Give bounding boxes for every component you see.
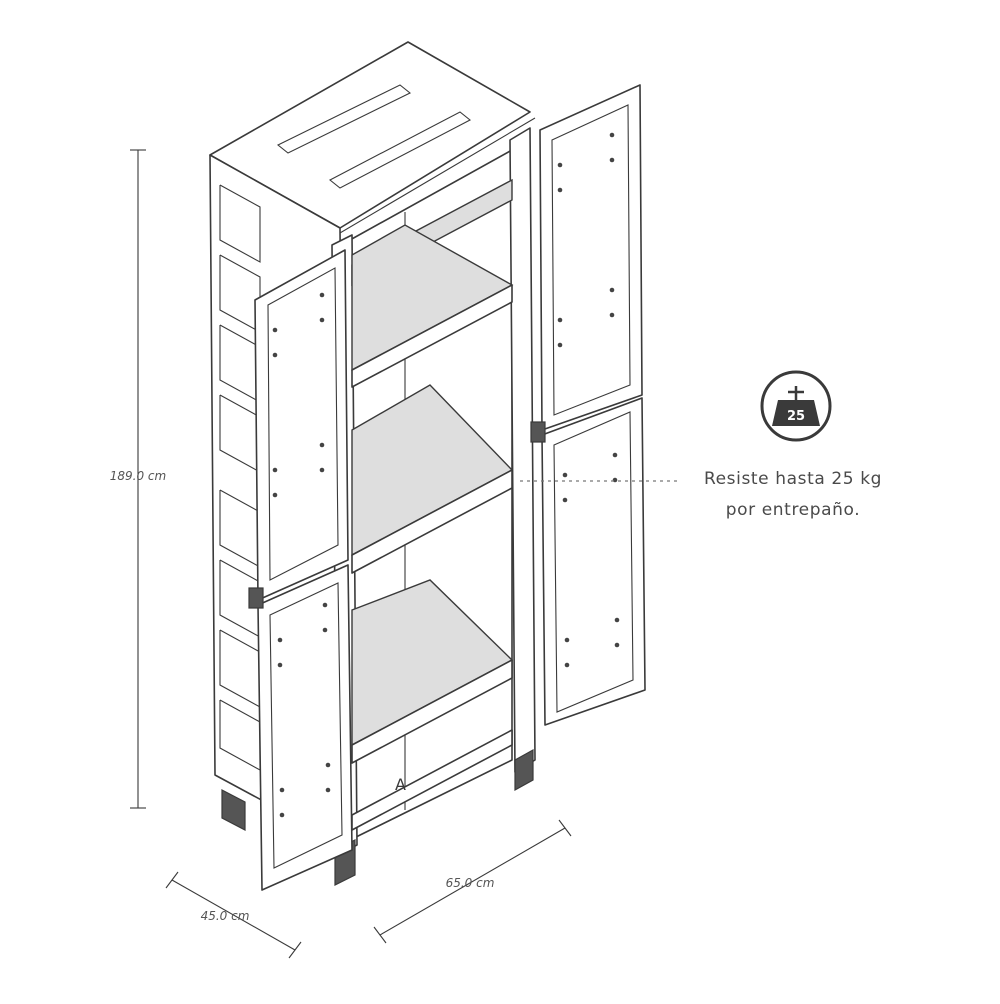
top-vent-slot — [328, 111, 472, 189]
door-pegs — [277, 602, 331, 818]
door-hinge — [248, 587, 264, 609]
width-dimension-line — [373, 819, 572, 944]
door-pegs — [562, 452, 620, 668]
depth-label: 45.0 cm — [201, 909, 250, 923]
shelf — [351, 224, 514, 388]
weight-25-icon: 25 — [760, 370, 832, 442]
shelf — [351, 384, 514, 574]
height-label: 189.0 cm — [110, 469, 166, 483]
callout-line-2: por entrepaño. — [726, 500, 860, 520]
cabinet-leg — [514, 748, 534, 792]
right-door-lower — [541, 397, 646, 726]
door-hinge — [530, 421, 546, 443]
shelf — [351, 579, 514, 764]
right-door-upper — [539, 84, 643, 431]
door-pegs — [557, 132, 615, 348]
svg-text:A: A — [395, 775, 406, 794]
cabinet-leg — [221, 789, 246, 831]
door-pegs — [272, 292, 325, 498]
top-vent-slot — [276, 84, 412, 154]
left-door-upper — [254, 249, 349, 601]
left-door-lower — [257, 564, 353, 891]
load-badge-value: 25 — [787, 409, 805, 424]
depth-dimension-line — [165, 871, 302, 959]
height-dimension-line — [130, 149, 146, 809]
front-upright — [509, 127, 536, 773]
callout-line-1: Resiste hasta 25 kg — [704, 469, 882, 489]
width-label: 65.0 cm — [446, 876, 495, 890]
